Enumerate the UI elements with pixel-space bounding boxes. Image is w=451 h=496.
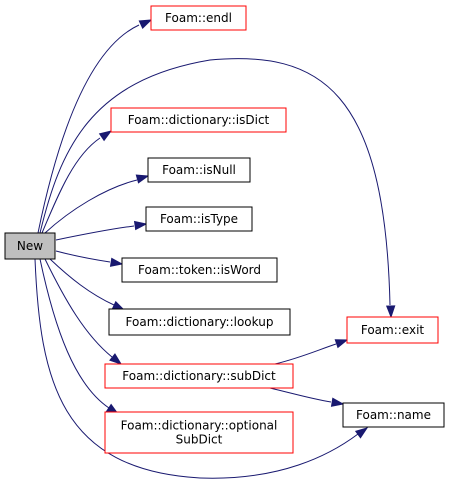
node-isWord[interactable]: Foam::token::isWord [121,257,278,283]
node-label: Foam::dictionary::isDict [128,113,270,127]
edge-line [39,58,391,306]
arrowhead [98,130,113,142]
arrowhead [330,397,345,407]
node-box [145,206,253,232]
edge-new-isWord [55,250,124,267]
node-box [104,411,294,454]
node-box [4,232,56,260]
edge-line [44,179,138,234]
node-name[interactable]: Foam::name [342,402,445,428]
arrowhead [354,427,369,439]
arrowhead [109,353,123,365]
node-box [121,257,278,283]
node-isDict[interactable]: Foam::dictionary::isDict [110,107,287,133]
edge-new-endl [37,19,153,234]
edge-line [41,137,101,234]
node-label: Foam::isNull [162,163,236,177]
edge-line [34,258,359,479]
edge-new-lookup [49,258,126,311]
node-box [108,308,291,336]
edge-line [55,225,135,241]
node-isType[interactable]: Foam::isType [145,206,253,232]
arrowhead [385,305,396,319]
node-label: Foam::isType [160,212,238,226]
node-exit[interactable]: Foam::exit [346,316,439,344]
edge-new-optionalSubDict [39,258,120,415]
node-label: Foam::name [356,408,431,422]
node-box [342,402,445,428]
node-subDict[interactable]: Foam::dictionary::subDict [104,363,294,389]
node-label: SubDict [176,433,223,447]
node-endl[interactable]: Foam::endl [150,5,247,31]
node-label: Foam::endl [165,11,232,25]
node-label: Foam::token::isWord [138,263,261,277]
edge-new-isDict [41,130,113,234]
arrowhead [135,174,150,184]
edge-line [39,258,110,409]
edges-layer [34,19,396,479]
node-box [104,363,294,389]
edge-subDict-name [269,387,345,407]
node-box [110,107,287,133]
edge-new-isNull [44,174,150,234]
edge-new-exit [39,58,396,319]
nodes-layer: New Foam::endlFoam::dictionary::isDictFoa… [4,5,445,454]
edge-line [37,24,140,234]
edge-subDict-exit [274,339,349,365]
arrowhead [109,257,124,267]
node-new[interactable]: New [4,232,56,260]
edge-line [274,343,337,365]
node-box [150,5,247,31]
edge-line [44,258,113,358]
node-label: Foam::dictionary::lookup [126,315,274,329]
node-label: New [17,239,43,253]
edge-line [55,250,111,263]
node-lookup[interactable]: Foam::dictionary::lookup [108,308,291,336]
edge-line [49,258,115,306]
arrowhead [133,220,148,231]
edge-line [269,387,332,403]
edge-new-name [34,258,369,479]
edge-new-subDict [44,258,123,365]
node-isNull[interactable]: Foam::isNull [147,157,251,183]
edge-new-isType [55,220,148,241]
node-label: Foam::dictionary::subDict [122,369,276,383]
node-label: Foam::exit [361,323,425,337]
node-label: Foam::dictionary::optional [121,419,278,433]
node-box [147,157,251,183]
arrowhead [334,339,349,349]
arrowhead [138,19,153,30]
node-box [346,316,439,344]
